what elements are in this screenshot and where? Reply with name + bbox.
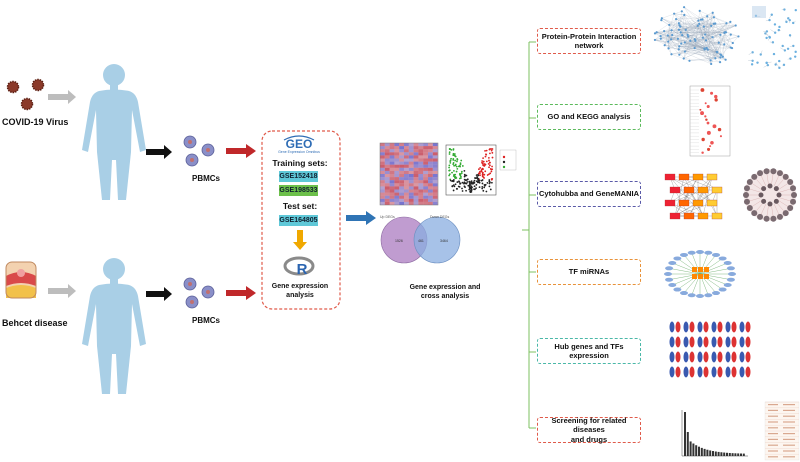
- step-screening-diseases-drugs: Screening for related diseases and drugs: [537, 416, 641, 444]
- pbmc-cells-bottom-icon: [183, 277, 215, 309]
- step-go-kegg: GO and KEGG analysis: [537, 104, 641, 130]
- svg-text:3464: 3464: [440, 239, 448, 243]
- ppi-subnetwork-thumbnail: [748, 6, 797, 70]
- svg-text:461: 461: [418, 239, 424, 243]
- training-sets-label: Training sets:: [272, 158, 328, 168]
- svg-text:1526: 1526: [395, 239, 403, 243]
- yellow-down-arrow: [293, 230, 307, 250]
- gray-arrow-behcet: [48, 284, 76, 298]
- geo-logo-icon: GEO: [283, 135, 315, 151]
- tf-mirna-network-thumbnail: [664, 250, 736, 298]
- pbmc-label-top: PBMCs: [192, 174, 221, 183]
- black-arrow-top: [146, 145, 172, 159]
- ppi-network-thumbnail: [653, 6, 740, 66]
- human-body-top-icon: [82, 64, 146, 200]
- human-body-bottom-icon: [82, 258, 146, 394]
- black-arrow-bottom: [146, 287, 172, 301]
- svg-text:R: R: [297, 261, 308, 278]
- drug-table-thumbnail: [764, 401, 800, 461]
- svg-text:GEO: GEO: [286, 137, 313, 151]
- gray-arrow-covid: [48, 90, 76, 104]
- test-set-label: Test set:: [282, 201, 318, 211]
- venn-diagram: 1526 461 3464: [380, 216, 461, 264]
- pbmc-label-bottom: PBMCs: [192, 316, 221, 325]
- behcet-disease-label: Behcet disease: [2, 318, 68, 328]
- behcet-skin-illustration: [5, 261, 37, 299]
- step-hub-genes: Hub genes and TFs expression: [537, 338, 641, 364]
- volcano-plot-thumbnail: [445, 144, 517, 196]
- drug-screening-barchart-thumbnail: [681, 410, 748, 457]
- venn-right-label: Down DEGs: [430, 215, 450, 219]
- genemania-circle-thumbnail: [743, 168, 797, 222]
- go-kegg-dotplot-thumbnail: [689, 85, 731, 157]
- cytohubba-network-thumbnail: [664, 173, 723, 220]
- red-arrow-bottom: [226, 286, 256, 300]
- gene-expression-analysis-label: Gene expression analysis: [271, 283, 329, 299]
- covid-virus-label: COVID-19 Virus: [2, 117, 69, 127]
- heatmap-thumbnail: [379, 142, 439, 206]
- training-set-2-chip: GSE198533: [279, 185, 318, 196]
- geo-dataset-box: [261, 130, 341, 310]
- violin-plots-thumbnail: [669, 321, 751, 378]
- test-set-chip: GSE164805: [279, 215, 318, 226]
- covid-virus-icon: [6, 78, 45, 111]
- r-logo-icon: R: [283, 256, 315, 278]
- geo-logo-subtext: Gene Expression Omnibus: [278, 150, 320, 154]
- step-tf-mirnas: TF miRNAs: [537, 259, 641, 285]
- red-arrow-top: [226, 144, 256, 158]
- green-bracket: [522, 41, 536, 429]
- cross-analysis-label: Gene expression and cross analysis: [409, 284, 481, 300]
- training-set-1-chip: GSE152418: [279, 171, 318, 182]
- pbmc-cells-top-icon: [183, 135, 215, 167]
- step-cytohubba-genemania: Cytohubba and GeneMANIA: [537, 181, 641, 207]
- venn-left-label: Up DEGs: [380, 215, 395, 219]
- step-ppi-network: Protein-Protein Interaction network: [537, 28, 641, 54]
- blue-arrow: [346, 211, 376, 225]
